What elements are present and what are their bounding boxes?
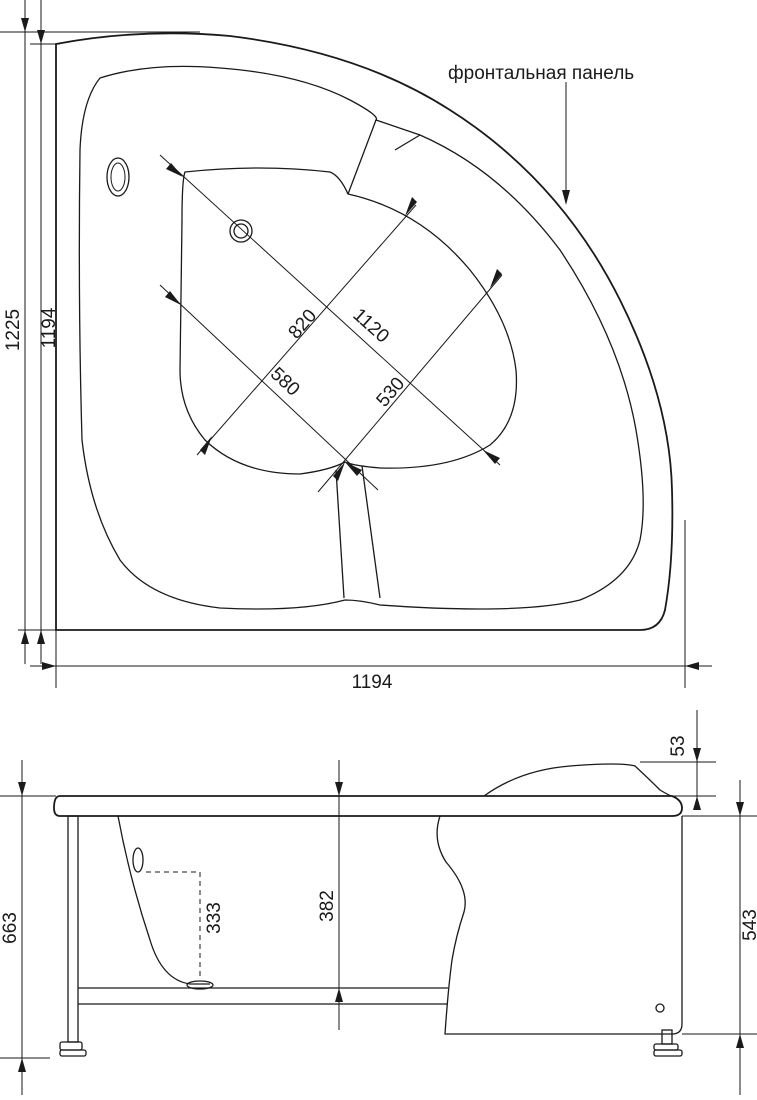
drain-icon (229, 219, 253, 243)
right-leg (661, 1029, 673, 1045)
left-leg (67, 815, 79, 1043)
front-panel (436, 815, 683, 1035)
panel-label: фронтальная панель (448, 63, 634, 84)
dim-inner-height: 1194 (39, 307, 60, 348)
dim-total-height: 663 (0, 912, 21, 944)
tub-shell (117, 815, 210, 985)
dim-headrest: 53 (668, 735, 689, 756)
dim-inner-diagonal: 820 (285, 306, 322, 344)
headrest-edge-line (347, 119, 377, 195)
dim-seat-left: 580 (266, 363, 304, 400)
side-overflow-icon (132, 847, 144, 873)
headrest-edge-line-2 (394, 134, 421, 151)
tub-outer-rim (55, 32, 674, 631)
dim-drain: 333 (204, 902, 225, 934)
tub-inner-contour (78, 65, 644, 610)
tub-channel-right (361, 465, 381, 599)
side-rim (53, 795, 683, 817)
dim-seat-right: 530 (373, 374, 410, 412)
overflow-icon (106, 157, 130, 197)
dim-depth: 382 (317, 890, 338, 922)
dim-diagonal: 1120 (348, 304, 392, 347)
tub-bottom-contour (179, 167, 518, 475)
dim-outer-height: 1225 (3, 309, 24, 351)
tub-channel-left (335, 469, 345, 599)
top-view: фронтальная панель 1225 1194 1194 1120 8… (0, 0, 712, 693)
side-headrest (483, 763, 673, 797)
dim-body-height: 543 (740, 909, 757, 941)
side-drain-icon (186, 980, 214, 990)
side-view: 663 53 543 382 333 (0, 710, 757, 1095)
dim-width: 1194 (352, 672, 393, 693)
